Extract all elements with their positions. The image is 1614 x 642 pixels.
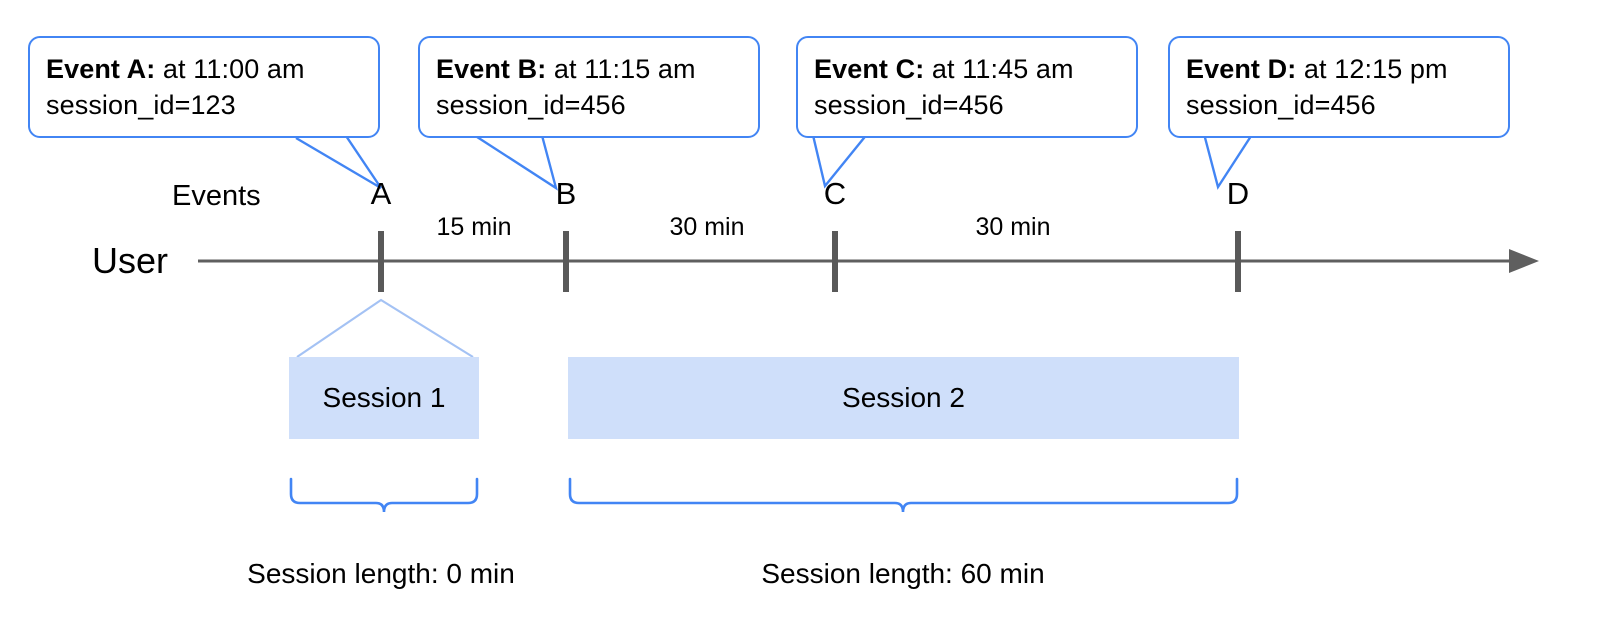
callout-event-c[interactable]: Event C: at 11:45 am session_id=456 (796, 36, 1138, 138)
event-label-b: B (555, 176, 577, 211)
session-length-label-2: Session length: 60 min (761, 558, 1045, 589)
callout-event-a[interactable]: Event A: at 11:00 am session_id=123 (28, 36, 380, 138)
session1-connector (296, 298, 474, 358)
session-bar-1-label: Session 1 (322, 382, 446, 413)
callout-a-title: Event A: (46, 54, 156, 84)
gap-label-c-d: 30 min (975, 213, 1051, 241)
gap-label-a-b: 15 min (436, 213, 512, 241)
callout-d-time: at 12:15 pm (1296, 54, 1448, 84)
event-label-d: D (1226, 176, 1250, 211)
callout-d-title: Event D: (1186, 54, 1297, 84)
callout-event-b[interactable]: Event B: at 11:15 am session_id=456 (418, 36, 760, 138)
session-bar-2-label: Session 2 (842, 382, 965, 413)
callout-leader-b (473, 127, 558, 191)
callout-b-time: at 11:15 am (546, 54, 696, 84)
callout-b-session: session_id=456 (436, 89, 626, 120)
session2-brace (568, 477, 1239, 513)
callout-event-d[interactable]: Event D: at 12:15 pm session_id=456 (1168, 36, 1510, 138)
callout-a-time: at 11:00 am (155, 54, 305, 84)
session-bar-2[interactable]: Session 2 (568, 357, 1239, 439)
row-label-events: Events (172, 180, 261, 212)
callout-d-session: session_id=456 (1186, 89, 1376, 120)
event-label-c: C (823, 176, 847, 211)
session-length-label-1: Session length: 0 min (247, 558, 515, 589)
callout-leader-a (295, 126, 382, 190)
callout-c-time: at 11:45 am (924, 54, 1074, 84)
callout-c-title: Event C: (814, 54, 925, 84)
session-bar-1[interactable]: Session 1 (289, 357, 479, 439)
row-label-user: User (92, 240, 169, 281)
callout-b-title: Event B: (436, 54, 547, 84)
callout-leader-d (1201, 129, 1255, 190)
event-label-a: A (370, 176, 392, 211)
callout-leader-c (810, 130, 869, 189)
callout-c-session: session_id=456 (814, 89, 1004, 120)
session1-brace (289, 477, 479, 513)
gap-label-b-c: 30 min (669, 213, 745, 241)
callout-a-session: session_id=123 (46, 89, 236, 120)
